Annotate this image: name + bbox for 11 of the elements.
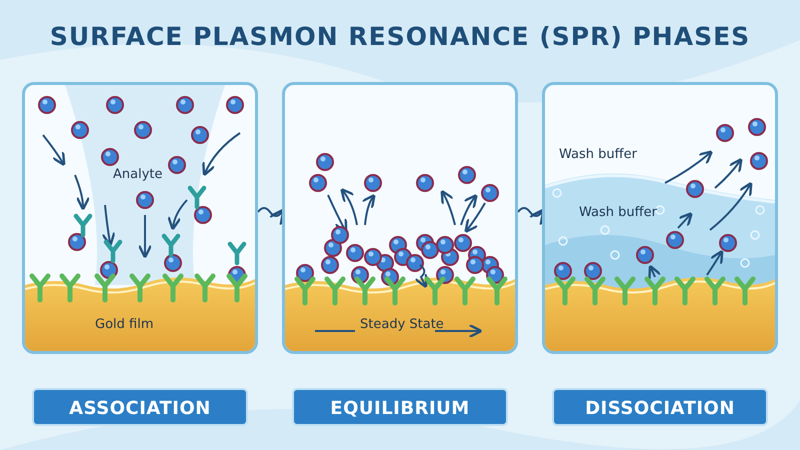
phase-name-banner: DISSOCIATION xyxy=(552,388,768,426)
region-label: Wash buffer xyxy=(579,205,657,220)
region-label: Gold film xyxy=(95,317,154,332)
phase-panel xyxy=(542,82,778,354)
region-label: Steady State xyxy=(360,317,444,332)
title: SURFACE PLASMON RESONANCE (SPR) PHASES xyxy=(48,22,752,51)
phase-name-banner: EQUILIBRIUM xyxy=(292,388,508,426)
region-label: Wash buffer xyxy=(559,147,637,162)
region-label: Analyte xyxy=(113,167,162,182)
phase-panel xyxy=(282,82,518,354)
phase-name-banner: ASSOCIATION xyxy=(32,388,248,426)
